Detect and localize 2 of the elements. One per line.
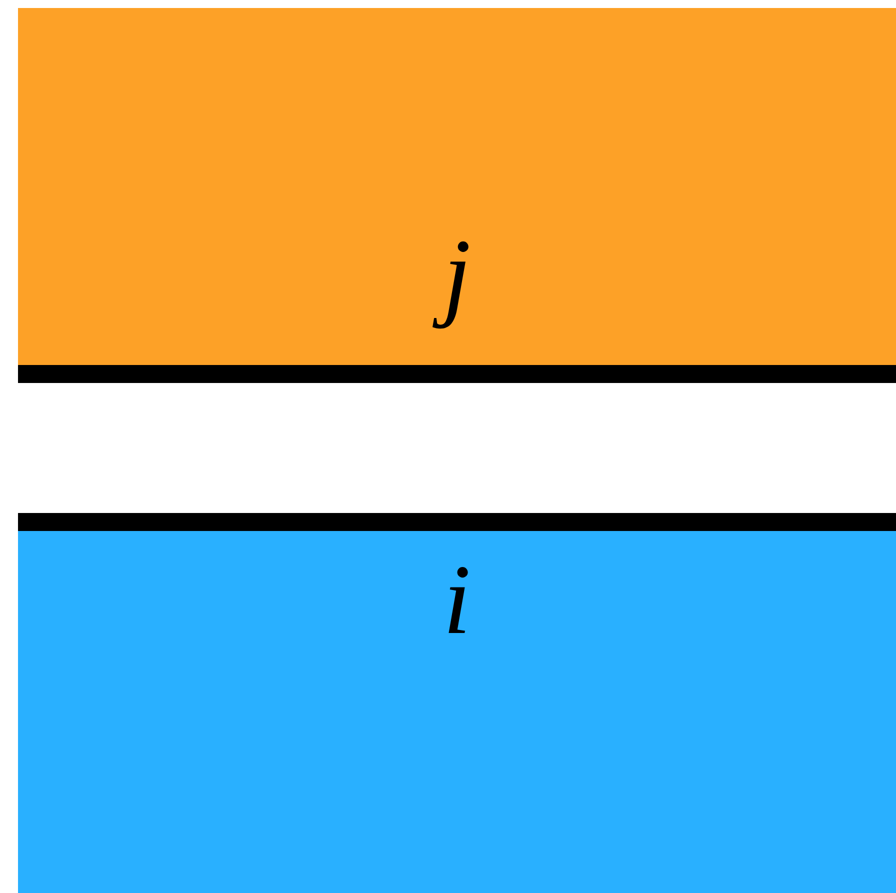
- band: j: [18, 8, 896, 383]
- band: i: [18, 513, 896, 893]
